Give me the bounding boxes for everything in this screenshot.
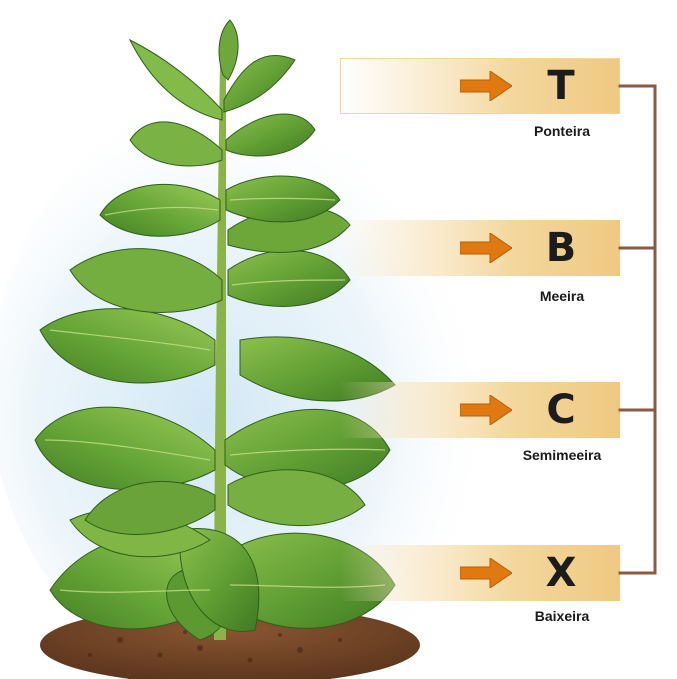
tier-letter-x: X	[516, 551, 606, 595]
tier-name-baixeira: Baixeira	[508, 607, 616, 625]
tier-letter-c: C	[516, 388, 606, 432]
tier-letter-b: B	[516, 226, 606, 270]
arrow-right-icon	[460, 71, 512, 101]
tier-name-semimeeira: Semimeeira	[508, 446, 616, 464]
tier-name-meeira: Meeira	[508, 287, 616, 305]
arrow-right-icon	[460, 233, 512, 263]
arrow-right-icon	[460, 395, 512, 425]
tier-letter-t: T	[516, 64, 606, 108]
arrow-right-icon	[460, 558, 512, 588]
tier-name-ponteira: Ponteira	[508, 122, 616, 140]
